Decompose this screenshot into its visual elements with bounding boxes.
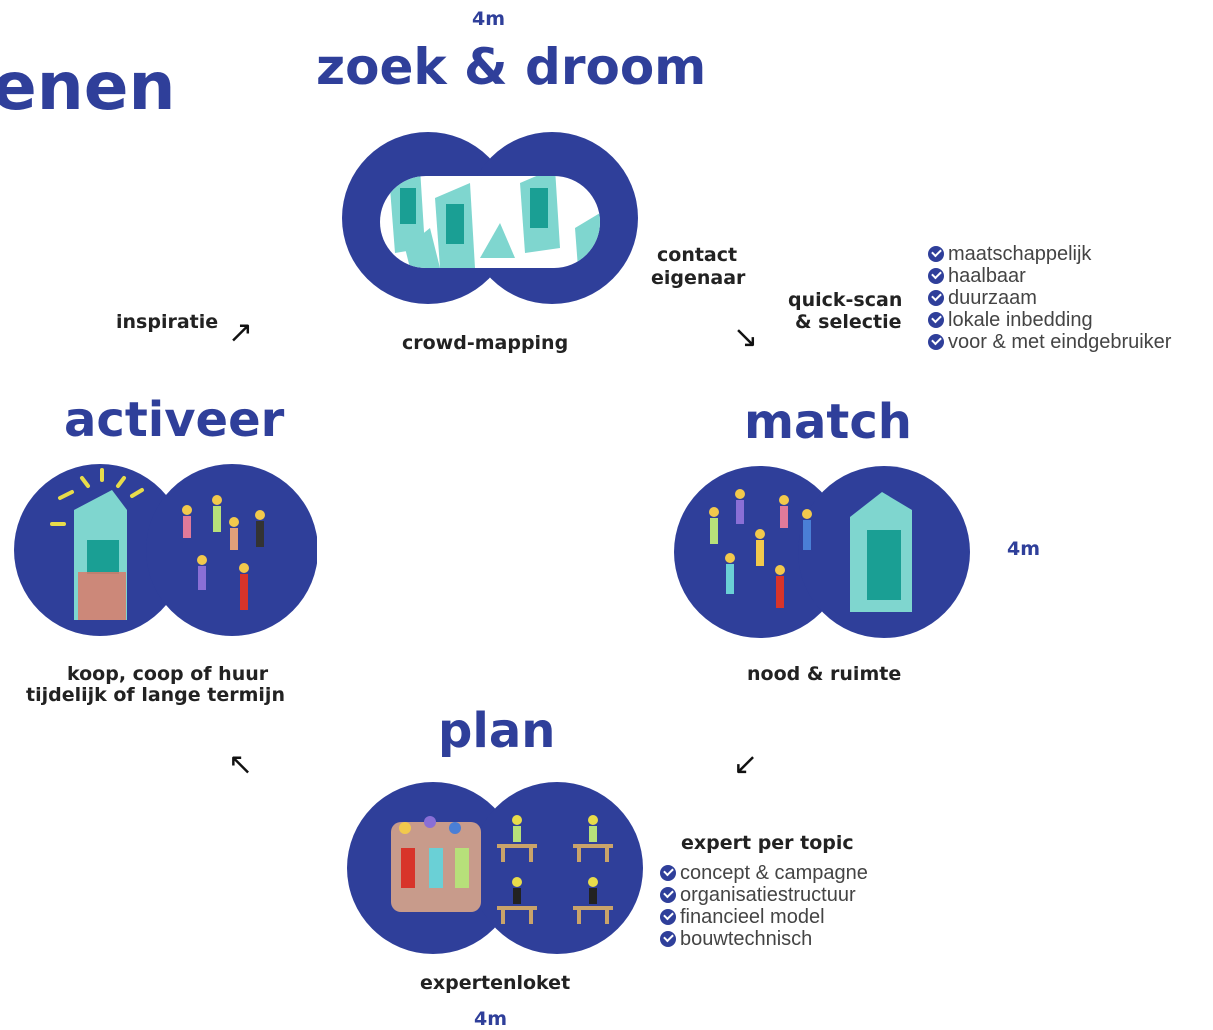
expert-topic-item: organisatiestructuur <box>660 884 868 906</box>
criteria-item: lokale inbedding <box>928 309 1171 331</box>
check-circle-icon <box>660 909 676 925</box>
activeer-illustration <box>14 464 317 636</box>
expert-heading: expert per topic <box>681 832 854 854</box>
zoek-duration: 4m <box>472 8 506 30</box>
match-duration: 4m <box>1007 538 1041 560</box>
check-circle-icon <box>928 246 944 262</box>
expert-topic-list: concept & campagne organisatiestructuur … <box>660 862 868 950</box>
zoek-illustration <box>342 132 638 304</box>
people-icon <box>182 495 265 610</box>
zoek-caption: crowd-mapping <box>402 332 569 354</box>
activeer-caption-line1: koop, coop of huur <box>67 663 269 685</box>
check-circle-icon <box>660 865 676 881</box>
expert-topic-item: concept & campagne <box>660 862 868 884</box>
check-circle-icon <box>928 312 944 328</box>
check-circle-icon <box>928 334 944 350</box>
people-icon <box>391 816 481 912</box>
arrow-up-right-icon: ↗ <box>228 315 254 350</box>
criteria-item: maatschappelijk <box>928 243 1171 265</box>
contact-line2: eigenaar <box>651 267 746 289</box>
quickscan-line2: & selectie <box>795 311 902 333</box>
arrow-down-right-icon: ↘ <box>733 320 759 355</box>
plan-title: plan <box>438 703 556 759</box>
plan-illustration <box>347 782 643 954</box>
building-icon <box>435 183 475 268</box>
expert-topic-item: bouwtechnisch <box>660 928 868 950</box>
check-circle-icon <box>660 887 676 903</box>
criteria-item: voor & met eindgebruiker <box>928 331 1171 353</box>
activeer-caption-line2: tijdelijk of lange termijn <box>26 684 285 706</box>
arrow-up-left-icon: ↖ <box>228 747 254 782</box>
match-caption: nood & ruimte <box>747 663 902 685</box>
building-icon <box>850 492 912 612</box>
match-illustration <box>674 466 970 638</box>
building-icon <box>520 176 560 253</box>
activeer-title: activeer <box>64 392 285 448</box>
criteria-list: maatschappelijk haalbaar duurzaam lokale… <box>928 243 1171 353</box>
check-circle-icon <box>928 290 944 306</box>
match-title: match <box>744 394 912 450</box>
page-title: enen <box>0 48 176 125</box>
arrow-down-left-icon: ↙ <box>733 747 759 782</box>
building-icon <box>390 176 425 253</box>
check-circle-icon <box>660 931 676 947</box>
plan-duration: 4m <box>474 1008 508 1030</box>
inspiratie-label: inspiratie <box>116 311 219 333</box>
contact-line1: contact <box>657 244 738 266</box>
criteria-item: haalbaar <box>928 265 1171 287</box>
plan-caption: expertenloket <box>420 972 571 994</box>
people-icon <box>709 489 812 608</box>
criteria-item: duurzaam <box>928 287 1171 309</box>
expert-topic-item: financieel model <box>660 906 868 928</box>
quickscan-line1: quick-scan <box>788 289 903 311</box>
zoek-title: zoek & droom <box>316 38 707 96</box>
check-circle-icon <box>928 268 944 284</box>
